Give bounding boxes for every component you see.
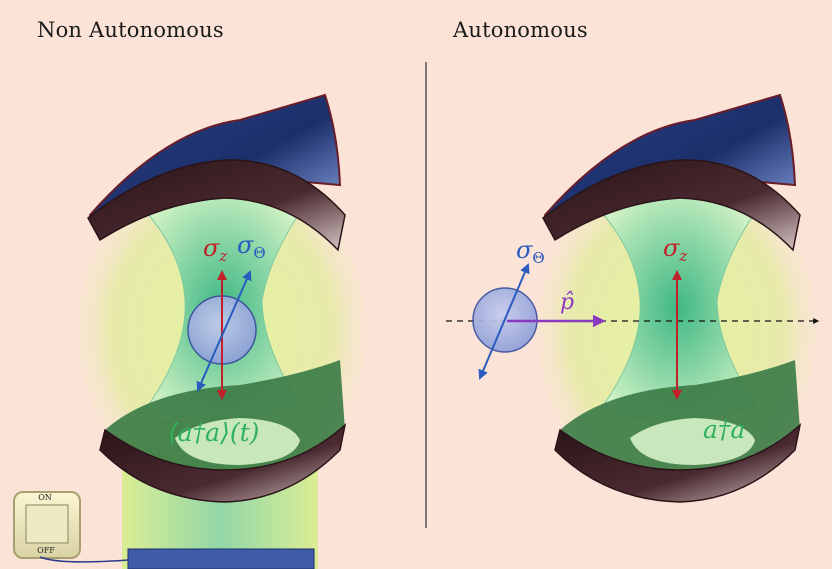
sigma-z-label-left: σz	[203, 234, 227, 265]
sigma-theta-label-right: σΘ	[516, 236, 545, 267]
photon-expectation-label: ⟨a†a⟩(t)	[168, 418, 259, 447]
bottom-mirror-rim	[99, 422, 347, 503]
switch-on-label: ON	[38, 493, 52, 502]
sigma-z-label-right: σz	[663, 234, 687, 265]
sigma-theta-arrow-left	[196, 270, 252, 392]
bottom-mirror-rim-right	[554, 422, 802, 503]
pump-source	[127, 548, 315, 569]
bottom-field-pool	[175, 418, 300, 465]
panel-title-left: Non Autonomous	[37, 18, 224, 42]
left-cavity	[77, 93, 367, 569]
top-mirror-rim-right	[542, 159, 801, 252]
sigma-theta-label-left: σΘ	[237, 231, 266, 262]
panel-title-right: Autonomous	[453, 18, 588, 42]
photon-number-label: a†a	[703, 415, 745, 444]
sigma-theta-arrow-right	[478, 263, 530, 380]
pump-switch	[13, 491, 129, 563]
bottom-field-pool-right	[630, 418, 755, 465]
switch-wire	[39, 556, 129, 563]
switch-off-label: OFF	[37, 546, 55, 555]
right-cavity	[446, 93, 820, 503]
top-mirror-rim	[87, 159, 346, 252]
momentum-label: p̂	[560, 290, 574, 315]
